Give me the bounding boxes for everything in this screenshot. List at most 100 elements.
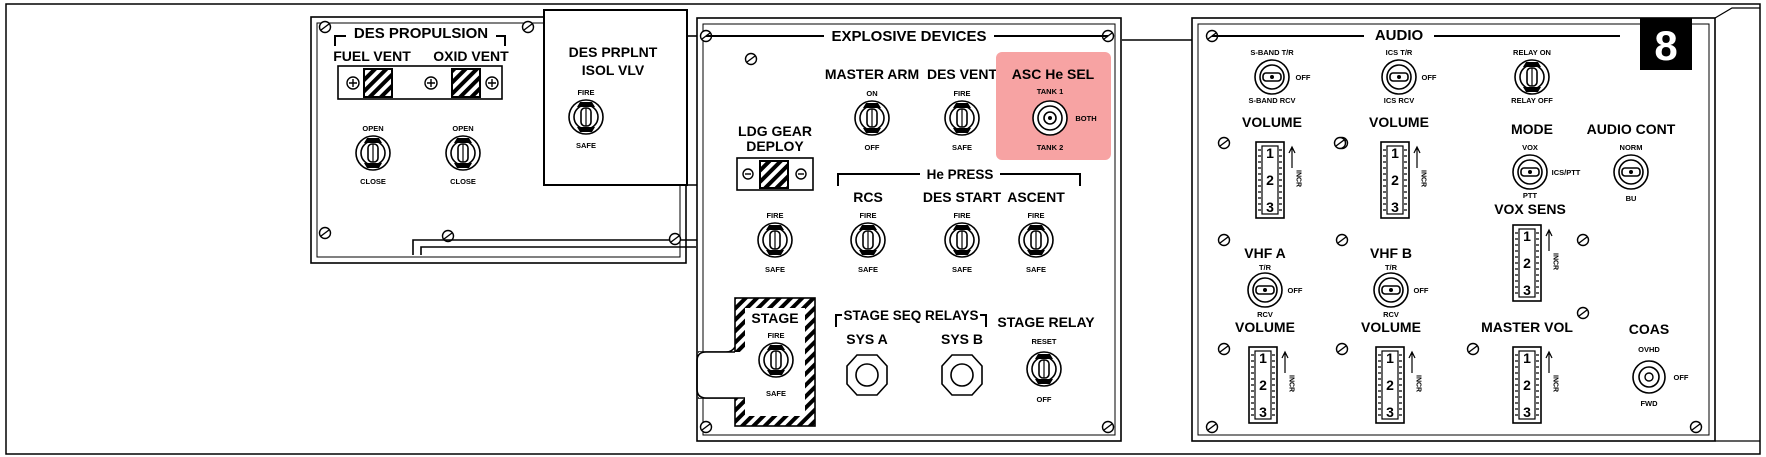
vox-sens-thumbwheel[interactable]: 1 2 3 INCR: [1512, 224, 1559, 302]
mode-vox-label: VOX: [1522, 143, 1538, 152]
stage-relay-label: STAGE RELAY: [997, 314, 1095, 330]
fuel-vent-open-label: OPEN: [362, 124, 383, 133]
rcs-label: RCS: [853, 189, 883, 205]
fuel-vent-talkback: [363, 68, 393, 98]
des-prplnt-isol-vlv-switch[interactable]: FIRE SAFE: [568, 88, 604, 150]
volume-label-vhf-a: VOLUME: [1235, 319, 1295, 335]
fuel-vent-switch[interactable]: OPEN CLOSE: [355, 124, 391, 186]
sys-a-label: SYS A: [846, 331, 888, 347]
ascent-label: ASCENT: [1007, 189, 1065, 205]
incr-label: INCR: [1288, 375, 1295, 392]
wheel-num-2: 2: [1266, 172, 1274, 188]
wheel-num-2: 2: [1391, 172, 1399, 188]
rcs-fire-label: FIRE: [859, 211, 876, 220]
wheel-num-3: 3: [1386, 404, 1394, 420]
vhf-a-off-label: OFF: [1288, 286, 1303, 295]
vox-sens-label: VOX SENS: [1494, 201, 1566, 217]
asc-he-sel-tank2-label: TANK 2: [1037, 143, 1064, 152]
wheel-num-1: 1: [1259, 350, 1267, 366]
wheel-num-1: 1: [1386, 350, 1394, 366]
audio-cont-switch[interactable]: NORM BU: [1613, 143, 1649, 203]
sband-switch[interactable]: S-BAND T/R OFF S-BAND RCV: [1248, 48, 1310, 105]
vhf-b-volume-thumbwheel[interactable]: 1 2 3 INCR: [1375, 346, 1422, 424]
volume-label-sband: VOLUME: [1242, 114, 1302, 130]
ldg-gear-talkback: [759, 160, 789, 189]
oxid-vent-open-label: OPEN: [452, 124, 473, 133]
sys-b-label: SYS B: [941, 331, 983, 347]
incr-label: INCR: [1295, 170, 1302, 187]
vhf-a-switch[interactable]: T/R OFF RCV: [1247, 263, 1303, 319]
des-vent-switch[interactable]: FIRE SAFE: [944, 89, 980, 152]
sys-a-pushbutton[interactable]: [846, 354, 888, 396]
relay-switch[interactable]: RELAY ON RELAY OFF: [1511, 48, 1553, 105]
vhf-a-volume-thumbwheel[interactable]: 1 2 3 INCR: [1248, 346, 1295, 424]
vhf-b-switch[interactable]: T/R OFF RCV: [1373, 263, 1429, 319]
stage-seq-relays-title: STAGE SEQ RELAYS: [843, 308, 978, 323]
master-arm-switch[interactable]: ON OFF: [854, 89, 890, 152]
wheel-num-3: 3: [1266, 199, 1274, 215]
mode-label: MODE: [1511, 121, 1553, 137]
coas-switch[interactable]: OVHD OFF FWD: [1632, 345, 1689, 408]
oxid-vent-switch[interactable]: OPEN CLOSE: [445, 124, 481, 186]
relay-on-label: RELAY ON: [1513, 48, 1551, 57]
des-prplnt-label: DES PRPLNT: [569, 44, 658, 60]
wheel-num-1: 1: [1266, 145, 1274, 161]
wheel-num-2: 2: [1523, 377, 1531, 393]
oxid-vent-close-label: CLOSE: [450, 177, 476, 186]
wheel-num-1: 1: [1391, 145, 1399, 161]
he-press-rcs-switch[interactable]: FIRE SAFE: [850, 211, 886, 274]
panel-number-badge: [1640, 18, 1692, 70]
coas-ovhd-label: OVHD: [1638, 345, 1660, 354]
wheel-num-1: 1: [1523, 228, 1531, 244]
incr-label: INCR: [1552, 375, 1559, 392]
relay-off-label: RELAY OFF: [1511, 96, 1553, 105]
oxid-vent-talkback: [451, 68, 481, 98]
asc-he-sel-tank1-label: TANK 1: [1037, 87, 1064, 96]
ascent-fire-label: FIRE: [1027, 211, 1044, 220]
he-press-ascent-switch[interactable]: FIRE SAFE: [1018, 211, 1054, 274]
wheel-num-3: 3: [1259, 404, 1267, 420]
des-prplnt-safe-label: SAFE: [576, 141, 596, 150]
sband-off-label: OFF: [1296, 73, 1311, 82]
ldg-gear-fire-label: FIRE: [766, 211, 783, 220]
volume-label-ics: VOLUME: [1369, 114, 1429, 130]
ics-switch[interactable]: ICS T/R OFF ICS RCV: [1381, 48, 1437, 105]
mode-switch[interactable]: VOX ICS/PTT PTT: [1512, 143, 1581, 200]
oxid-vent-label: OXID VENT: [433, 48, 509, 64]
vhf-a-label: VHF A: [1244, 245, 1285, 261]
sband-volume-thumbwheel[interactable]: 1 2 3 INCR: [1255, 141, 1302, 219]
sys-b-pushbutton[interactable]: [941, 354, 983, 396]
wheel-num-3: 3: [1391, 199, 1399, 215]
mode-ptt-label: PTT: [1523, 191, 1538, 200]
asc-he-sel-rotary-switch[interactable]: TANK 1 BOTH TANK 2: [1032, 87, 1097, 152]
incr-label: INCR: [1415, 375, 1422, 392]
stage-switch[interactable]: FIRE SAFE: [758, 331, 794, 398]
fuel-vent-label: FUEL VENT: [333, 48, 411, 64]
wheel-num-3: 3: [1523, 404, 1531, 420]
stage-relay-reset-label: RESET: [1031, 337, 1056, 346]
des-prplnt-fire-label: FIRE: [577, 88, 594, 97]
ics-tr-label: ICS T/R: [1386, 48, 1413, 57]
isol-vlv-label: ISOL VLV: [582, 62, 645, 78]
ldg-gear-deploy-switch[interactable]: FIRE SAFE: [757, 211, 793, 274]
deploy-label: DEPLOY: [746, 138, 804, 154]
ldg-gear-safe-label: SAFE: [765, 265, 785, 274]
audio-cont-bu-label: BU: [1626, 194, 1637, 203]
volume-label-vhf-b: VOLUME: [1361, 319, 1421, 335]
stage-fire-label: FIRE: [767, 331, 784, 340]
stage-relay-off-label: OFF: [1037, 395, 1052, 404]
stage-label: STAGE: [751, 310, 798, 326]
ics-volume-thumbwheel[interactable]: 1 2 3 INCR: [1380, 141, 1427, 219]
coas-label: COAS: [1629, 321, 1669, 337]
incr-label: INCR: [1552, 253, 1559, 270]
he-press-des-start-switch[interactable]: FIRE SAFE: [944, 211, 980, 274]
vhf-a-tr-label: T/R: [1259, 263, 1272, 272]
explosive-devices-panel: EXPLOSIVE DEVICES MASTER ARM ON OFF DES …: [668, 17, 1122, 442]
rcs-safe-label: SAFE: [858, 265, 878, 274]
vhf-b-label: VHF B: [1370, 245, 1412, 261]
stage-relay-switch[interactable]: RESET OFF: [1026, 337, 1062, 404]
master-volume-thumbwheel[interactable]: 1 2 3 INCR: [1512, 346, 1559, 424]
audio-cont-label: AUDIO CONT: [1587, 121, 1676, 137]
audio-cont-norm-label: NORM: [1620, 143, 1643, 152]
